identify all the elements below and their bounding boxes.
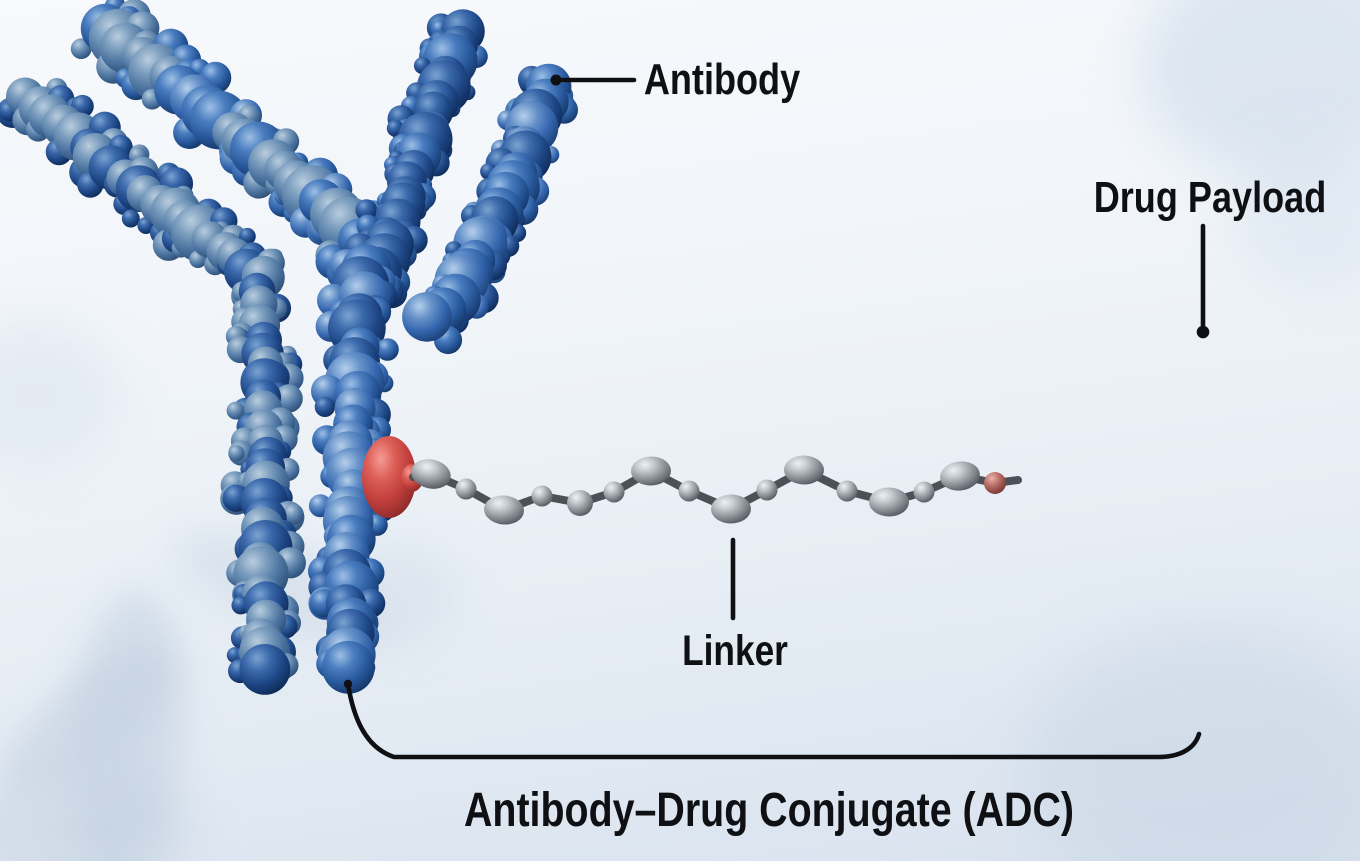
adc-title-label: Antibody–Drug Conjugate (ADC)	[463, 784, 1075, 837]
drug-payload-label: Drug Payload	[1093, 173, 1327, 222]
linker-chain	[409, 455, 1022, 525]
antibody-pointer-dot	[550, 74, 562, 86]
bracket-anchor-dot	[343, 679, 353, 689]
linker-label: Linker	[682, 627, 788, 675]
background-blur-shape	[1230, 140, 1360, 290]
payload-pointer-dot	[1196, 325, 1210, 339]
antibody-molecule	[0, 0, 578, 695]
antibody-label: Antibody	[643, 55, 801, 104]
adc-bracket	[345, 681, 1202, 760]
annotation-lines	[343, 74, 1210, 760]
